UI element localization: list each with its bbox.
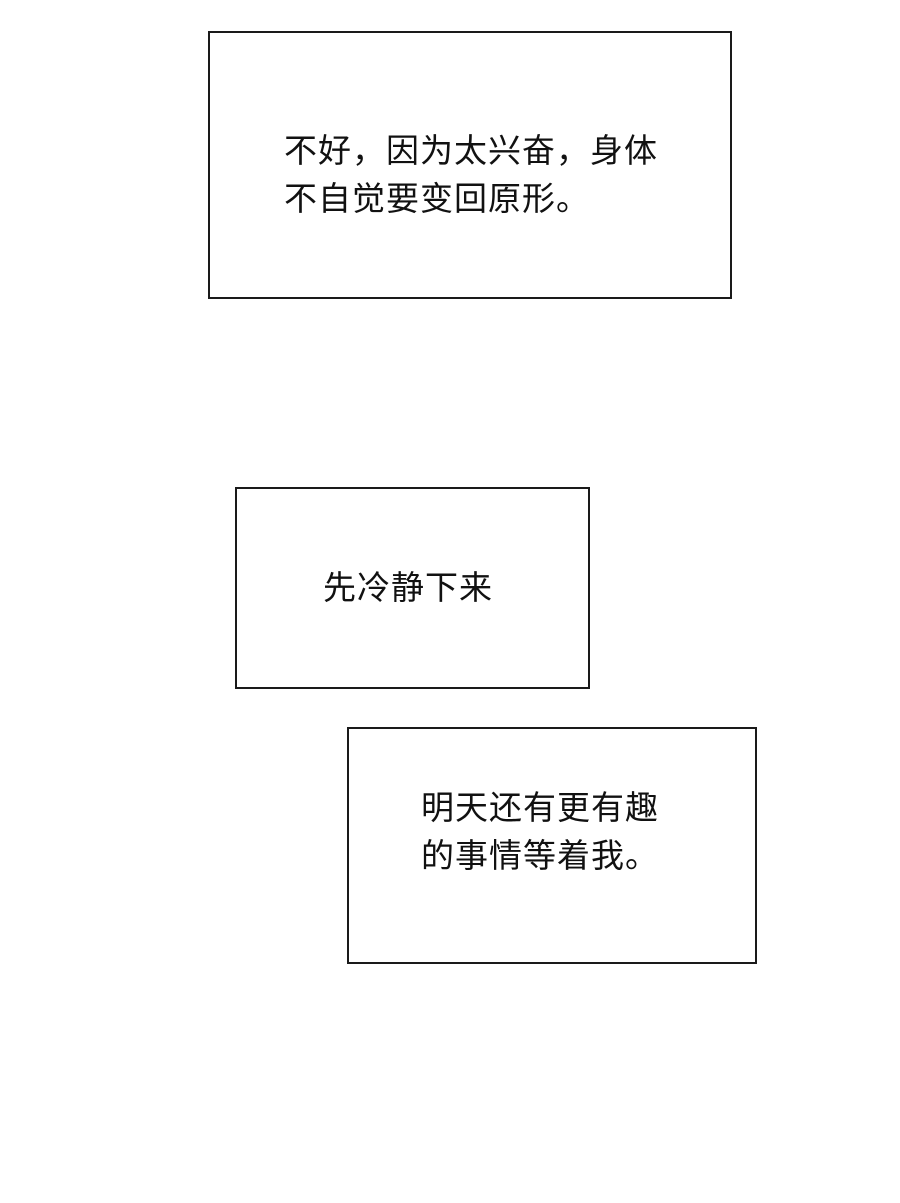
- caption-text-3: 明天还有更有趣 的事情等着我。: [421, 784, 659, 880]
- caption-1-line-2: 不自觉要变回原形。: [284, 179, 590, 218]
- caption-3-line-1: 明天还有更有趣: [421, 788, 659, 827]
- caption-box-1: 不好，因为太兴奋，身体 不自觉要变回原形。: [208, 31, 732, 299]
- caption-text-1: 不好，因为太兴奋，身体 不自觉要变回原形。: [284, 127, 658, 223]
- caption-2-line-1: 先冷静下来: [323, 568, 493, 607]
- caption-text-2: 先冷静下来: [323, 564, 493, 612]
- caption-box-3: 明天还有更有趣 的事情等着我。: [347, 727, 757, 964]
- caption-1-line-1: 不好，因为太兴奋，身体: [284, 131, 658, 170]
- caption-3-line-2: 的事情等着我。: [421, 836, 659, 875]
- caption-box-2: 先冷静下来: [235, 487, 590, 689]
